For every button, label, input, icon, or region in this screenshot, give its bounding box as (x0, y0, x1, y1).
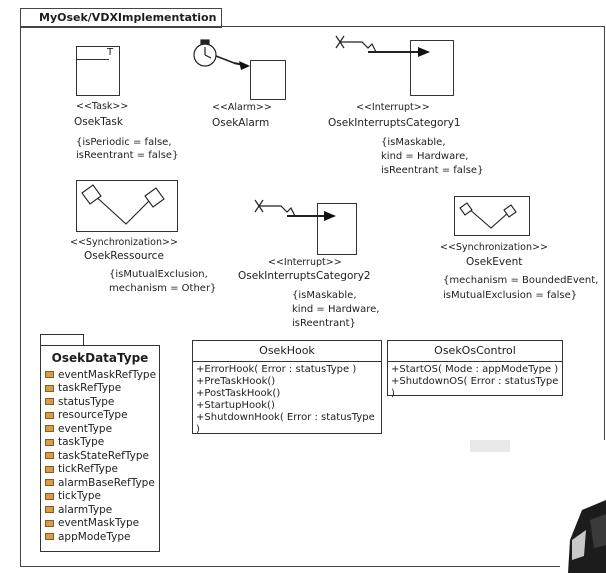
resource-sync-icon (81, 184, 165, 225)
datatype-icon (45, 398, 54, 406)
datatype-item-label: eventMaskType (58, 517, 140, 530)
datatype-icon (45, 519, 54, 527)
event-constraint-2: isMutualExclusion = false} (443, 290, 578, 301)
datatype-item-label: resourceType (58, 409, 128, 422)
interrupt2-box[interactable] (317, 203, 357, 255)
datatype-icon (45, 452, 54, 460)
task-icon-letter: T (107, 47, 114, 58)
osekoscontrol-title: OsekOsControl (388, 341, 562, 362)
resource-constraint-1: {isMutualExclusion, (109, 269, 208, 280)
event-constraint-1: {mechanism = BoundedEvent, (443, 275, 599, 286)
datatype-icon (45, 506, 54, 514)
operation[interactable]: +ErrorHook( Error : statusType ) (196, 364, 357, 375)
osekoscontrol-class[interactable]: OsekOsControl +StartOS( Mode : appModeTy… (387, 340, 563, 399)
datatype-list: eventMaskRefType taskRefType statusType … (41, 368, 159, 544)
faded-shadow (470, 440, 510, 452)
osekhook-class[interactable]: OsekHook +ErrorHook( Error : statusType … (192, 340, 382, 435)
resource-constraint-2: mechanism = Other} (109, 283, 217, 294)
frame-title-tab: MyOsek/VDXImplementation (20, 8, 222, 28)
datatype-package[interactable]: OsekDataType eventMaskRefType taskRefTyp… (40, 345, 160, 552)
datatype-item[interactable]: statusType (45, 395, 159, 409)
interrupt1-constraint-2: kind = Hardware, (381, 151, 469, 162)
datatype-item-label: appModeType (58, 530, 131, 543)
interrupt1-constraint-3: isReentrant = false} (381, 165, 484, 176)
task-stereotype: <<Task>> (76, 101, 129, 112)
task-name: OsekTask (74, 116, 123, 128)
datatype-item[interactable]: alarmBaseRefType (45, 476, 159, 490)
operation[interactable]: +ShutdownOS( Error : statusType ) (391, 376, 559, 399)
datatype-item[interactable]: taskStateRefType (45, 449, 159, 463)
osekoscontrol-operations: +StartOS( Mode : appModeType ) +Shutdown… (388, 362, 562, 402)
datatype-item[interactable]: eventMaskType (45, 517, 159, 531)
datatype-icon (45, 411, 54, 419)
alarm-arrowhead (239, 61, 250, 70)
task-constraint-1: {isPeriodic = false, (76, 137, 172, 148)
datatype-icon (45, 492, 54, 500)
osekhook-title: OsekHook (193, 341, 381, 362)
datatype-item[interactable]: eventMaskRefType (45, 368, 159, 382)
datatype-icon (45, 371, 54, 379)
interrupt2-name: OsekInterruptsCategory2 (238, 270, 371, 282)
interrupt1-arrowhead (418, 47, 430, 57)
datatype-item[interactable]: appModeType (45, 530, 159, 544)
event-stereotype: <<Synchronization>> (440, 242, 548, 253)
operation[interactable]: +StartOS( Mode : appModeType ) (391, 364, 559, 375)
interrupt2-constraint-2: kind = Hardware, (292, 304, 380, 315)
operation[interactable]: +PostTaskHook() (196, 388, 281, 399)
interrupt2-stereotype: <<Interrupt>> (268, 257, 342, 268)
alarm-name: OsekAlarm (212, 117, 270, 129)
datatype-item[interactable]: tickType (45, 490, 159, 504)
task-inner-line (77, 59, 109, 60)
datatype-item-label: alarmType (58, 503, 113, 516)
event-box[interactable] (454, 196, 530, 236)
interrupt1-name: OsekInterruptsCategory1 (328, 117, 461, 129)
event-sync-icon (459, 202, 517, 229)
datatype-item-label: taskRefType (58, 382, 122, 395)
datatype-item-label: eventType (58, 422, 113, 435)
interrupt1-stereotype: <<Interrupt>> (356, 102, 430, 113)
datatype-item-label: tickType (58, 490, 102, 503)
alarm-stereotype: <<Alarm>> (212, 102, 272, 113)
interrupt2-constraint-1: {isMaskable, (292, 290, 357, 301)
datatype-item-label: alarmBaseRefType (58, 476, 155, 489)
datatype-title: OsekDataType (51, 351, 149, 365)
resource-stereotype: <<Synchronization>> (70, 237, 178, 248)
package-frame (20, 26, 605, 567)
datatype-icon (45, 438, 54, 446)
datatype-item[interactable]: taskType (45, 436, 159, 450)
datatype-icon (45, 425, 54, 433)
datatype-icon (45, 533, 54, 541)
interrupt2-arrowhead (324, 211, 336, 221)
alarm-box[interactable] (250, 60, 286, 100)
frame-bottom-line (20, 566, 560, 567)
task-box[interactable]: T (76, 46, 120, 96)
resource-name: OsekRessource (84, 250, 164, 262)
operation[interactable]: +PreTaskHook() (196, 376, 276, 387)
datatype-item-label: eventMaskRefType (58, 368, 157, 381)
datatype-item[interactable]: tickRefType (45, 463, 159, 477)
operation[interactable]: +ShutdownHook( Error : statusType ) (196, 412, 375, 435)
event-name: OsekEvent (466, 256, 523, 268)
interrupt1-constraint-1: {isMaskable, (381, 137, 446, 148)
operation[interactable]: +StartupHook() (196, 400, 275, 411)
osekhook-operations: +ErrorHook( Error : statusType ) +PreTas… (193, 362, 381, 438)
task-constraint-2: isReentrant = false} (76, 150, 179, 161)
frame-title: MyOsek/VDXImplementation (39, 11, 217, 24)
datatype-item[interactable]: eventType (45, 422, 159, 436)
datatype-item[interactable]: taskRefType (45, 382, 159, 396)
datatype-item[interactable]: resourceType (45, 409, 159, 423)
datatype-item-label: taskStateRefType (58, 449, 149, 462)
interrupt2-constraint-3: isReentrant} (292, 318, 356, 329)
interrupt1-box[interactable] (410, 40, 454, 96)
datatype-item-label: tickRefType (58, 463, 118, 476)
datatype-icon (45, 384, 54, 392)
datatype-item-label: statusType (58, 395, 115, 408)
datatype-icon (45, 465, 54, 473)
device-graphic (568, 500, 606, 573)
datatype-item[interactable]: alarmType (45, 503, 159, 517)
datatype-item-label: taskType (58, 436, 105, 449)
datatype-icon (45, 479, 54, 487)
